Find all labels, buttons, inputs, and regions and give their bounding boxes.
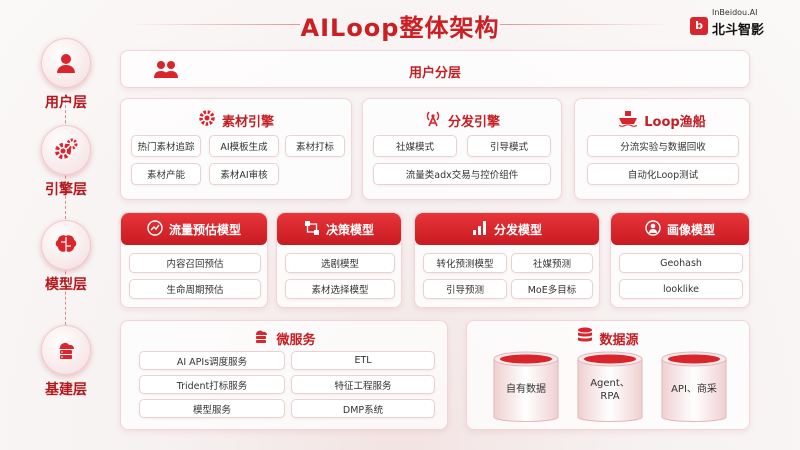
chip-social-prediction: 社媒预测: [511, 253, 593, 273]
chip-material-selection: 素材选择模型: [285, 279, 395, 299]
distribution-engine-title: 分发引擎: [447, 114, 500, 130]
loop-engine-panel: Loop渔船 分流实验与数据回收 自动化Loop测试: [574, 98, 750, 200]
chip-social-mode: 社媒模式: [373, 135, 457, 157]
flow-icon: [304, 220, 320, 239]
brain-icon: [41, 220, 91, 270]
profile-model-title: 画像模型: [666, 222, 715, 237]
layer-user: 用户层: [40, 38, 92, 112]
data-cylinder-own: 自有数据: [491, 349, 561, 429]
cylinder-icon: [493, 351, 559, 422]
chip-looklike: looklike: [619, 279, 743, 299]
user-layer-panel: 用户分层: [120, 50, 750, 88]
cloud-server-icon: [41, 325, 91, 375]
data-cylinder-api: API、商采: [659, 349, 729, 429]
chip-ai-template: AI模板生成: [209, 135, 279, 157]
logo-brand-name: 北斗智影: [712, 23, 765, 38]
chip-feature-engineering: 特征工程服务: [291, 375, 435, 394]
decision-model-title: 决策模型: [325, 222, 374, 237]
microservice-title: 微服务: [276, 332, 316, 348]
person-icon: [645, 219, 661, 239]
datasource-title: 数据源: [599, 332, 639, 348]
antenna-icon: [424, 109, 442, 131]
data-source-label: Agent、 RPA: [590, 378, 630, 402]
distribution-model-title: 分发模型: [493, 222, 542, 237]
chip-content-recall: 内容召回预估: [129, 253, 261, 273]
brand-logo: b InBeidou.AI 北斗智影: [690, 8, 790, 40]
bars-icon: [472, 220, 488, 239]
cylinder-icon: [661, 351, 727, 422]
datasource-panel: 数据源 自有数据 Agent、 RPA API、商采: [466, 320, 750, 430]
chip-hot-material: 热门素材追踪: [131, 135, 201, 157]
logo-mark-icon: b: [690, 17, 708, 35]
gear-icon: [198, 109, 216, 131]
layer-label: 引擎层: [45, 182, 87, 198]
data-source-label: API、商采: [671, 384, 717, 395]
data-cylinder-agent: Agent、 RPA: [575, 349, 645, 429]
traffic-model-title: 流量预估模型: [168, 222, 241, 237]
cylinder-icon: [577, 351, 643, 422]
chip-material-capacity: 素材产能: [131, 163, 201, 185]
title-deco-right: [500, 24, 670, 25]
trend-icon: [147, 219, 163, 239]
users-icon: [153, 59, 179, 83]
chip-ai-apis: AI APIs调度服务: [139, 351, 285, 370]
material-engine-title: 素材引擎: [221, 114, 274, 130]
layer-model: 模型层: [40, 220, 92, 294]
chip-etl: ETL: [291, 351, 435, 370]
chip-material-tagging: 素材打标: [285, 135, 345, 157]
ship-icon: [618, 109, 638, 131]
gears-icon: [41, 125, 91, 175]
layer-engine: 引擎层: [40, 125, 92, 199]
layer-label: 用户层: [45, 95, 87, 111]
layer-infra: 基建层: [40, 325, 92, 399]
chip-lifecycle: 生命周期预估: [129, 279, 261, 299]
logo-small-text: InBeidou.AI: [712, 8, 758, 17]
chip-trident: Trident打标服务: [139, 375, 285, 394]
database-icon: [577, 327, 593, 349]
chip-geohash: Geohash: [619, 253, 743, 273]
microservice-panel: 微服务 AI APIs调度服务 ETL Trident打标服务 特征工程服务 模…: [120, 320, 448, 430]
chip-moe-multi-target: MoE多目标: [511, 279, 593, 299]
title-deco-left: [130, 24, 300, 25]
chip-material-ai-review: 素材AI审核: [209, 163, 279, 185]
material-engine-panel: 素材引擎 热门素材追踪 AI模板生成 素材打标 素材产能 素材AI审核: [120, 98, 352, 200]
distribution-model-panel: 分发模型 转化预测模型 社媒预测 引导预测 MoE多目标: [414, 212, 600, 308]
chip-conversion-prediction: 转化预测模型: [423, 253, 507, 273]
loop-engine-title: Loop渔船: [644, 114, 706, 130]
layer-label: 模型层: [45, 277, 87, 293]
chip-adx-trading: 流量类adx交易与控价组件: [373, 163, 551, 185]
distribution-engine-panel: 分发引擎 社媒模式 引导模式 流量类adx交易与控价组件: [362, 98, 562, 200]
decision-model-panel: 决策模型 选剧模型 素材选择模型: [276, 212, 402, 308]
chip-guide-mode: 引导模式: [467, 135, 551, 157]
user-layer-title: 用户分层: [408, 66, 461, 81]
chip-split-experiment: 分流实验与数据回收: [587, 135, 739, 157]
chip-auto-loop-test: 自动化Loop测试: [587, 163, 739, 185]
profile-model-panel: 画像模型 Geohash looklike: [610, 212, 750, 308]
chip-drama-selection: 选剧模型: [285, 253, 395, 273]
chip-guide-prediction: 引导预测: [423, 279, 507, 299]
traffic-model-panel: 流量预估模型 内容召回预估 生命周期预估: [120, 212, 268, 308]
data-source-label: 自有数据: [506, 384, 546, 395]
user-icon: [41, 38, 91, 88]
page-title: AILoop整体架构: [300, 14, 500, 42]
service-icon: [252, 327, 270, 349]
chip-dmp: DMP系统: [291, 399, 435, 418]
chip-model-service: 模型服务: [139, 399, 285, 418]
layer-label: 基建层: [45, 382, 87, 398]
